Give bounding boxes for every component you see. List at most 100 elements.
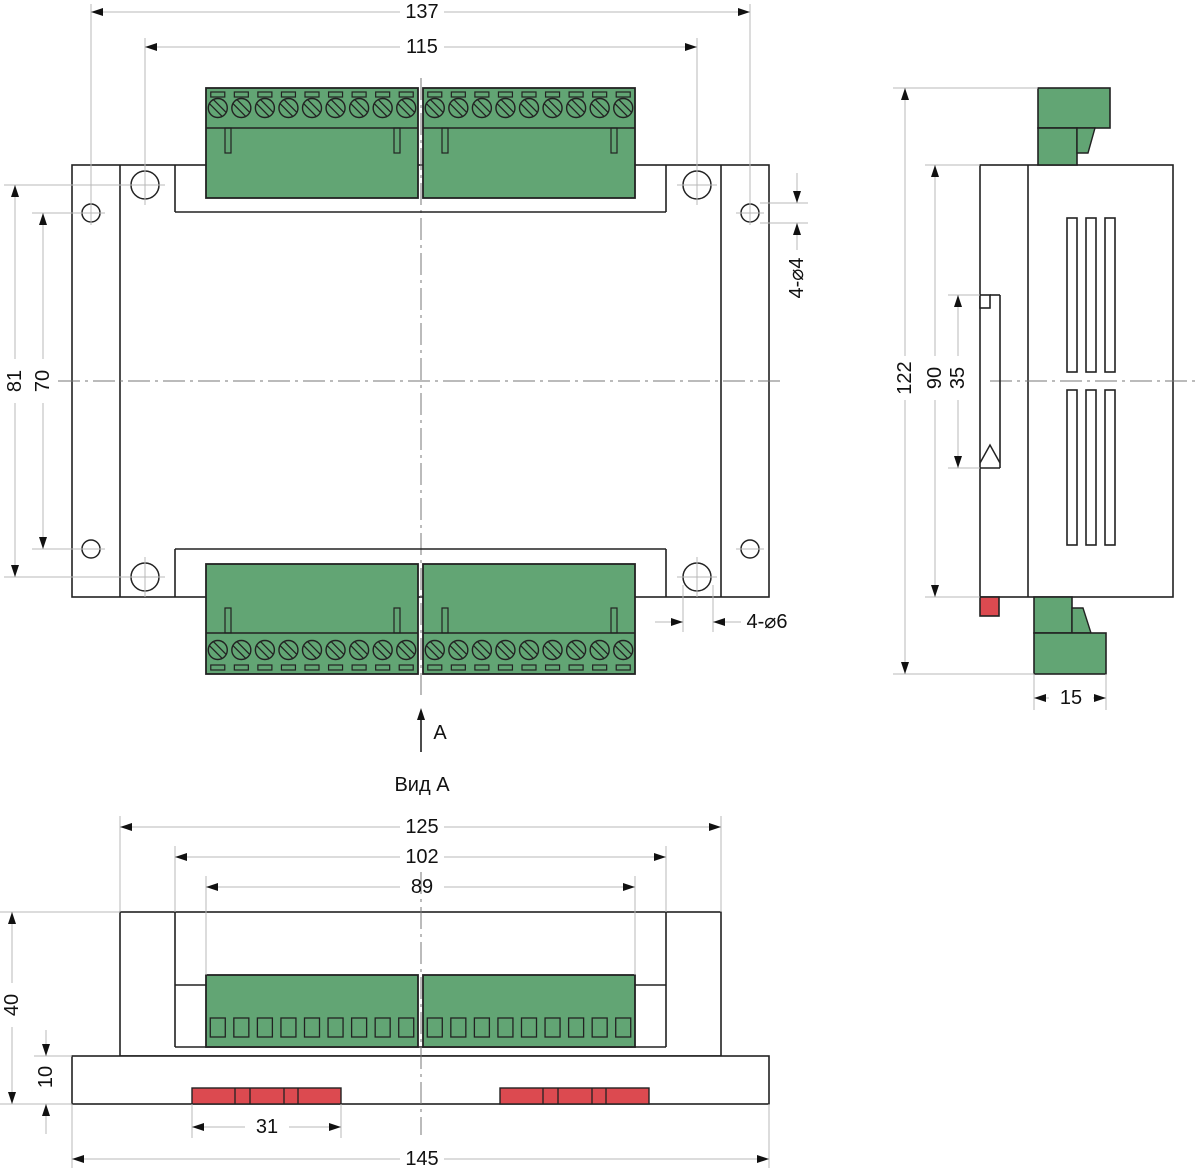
- screw-slot: [547, 640, 562, 656]
- connector-base: [1037, 127, 1078, 166]
- small-holes-label: 4-⌀4: [786, 258, 808, 299]
- wire-entry: [257, 664, 273, 671]
- dim-145: 145: [72, 1148, 769, 1170]
- dim-31-label: 31: [256, 1116, 278, 1138]
- wire-entry: [450, 664, 466, 671]
- arrowhead: [8, 912, 16, 924]
- wire-entry: [450, 91, 466, 98]
- terminal-opening: [520, 1017, 538, 1038]
- arrowhead: [11, 185, 19, 197]
- view-arrow-label: A: [433, 722, 447, 744]
- screw-head: [278, 97, 299, 119]
- arrowhead: [206, 883, 218, 891]
- arrowhead: [931, 585, 939, 597]
- arrowhead: [623, 883, 635, 891]
- dim-81-label: 81: [4, 370, 26, 392]
- dim-145-label: 145: [405, 1148, 438, 1170]
- screw-slot: [500, 98, 515, 114]
- screw-slot: [594, 640, 609, 656]
- screw-icon: [231, 97, 252, 119]
- wire-entry: [592, 664, 608, 671]
- dim-90: 90: [924, 165, 946, 597]
- wire-entry: [615, 91, 631, 98]
- screw-icon: [424, 639, 445, 661]
- screw-icon: [471, 639, 493, 661]
- screw-icon: [495, 639, 516, 661]
- screw-slot: [618, 640, 633, 656]
- screw-slot: [590, 644, 605, 660]
- screw-head: [589, 639, 610, 661]
- terminal-pin: [224, 127, 232, 154]
- wire-entry: [544, 91, 561, 98]
- screw-head: [325, 97, 346, 119]
- din-clip-notch: [979, 294, 991, 309]
- terminal-body: [205, 974, 419, 1048]
- screw-slot: [373, 102, 388, 118]
- wire-entry: [592, 91, 608, 98]
- dim-137: 137: [91, 1, 750, 23]
- screw-slot: [496, 102, 511, 118]
- wire-entry: [327, 91, 344, 98]
- dim-35-label: 35: [947, 367, 969, 389]
- dim-large-holes: 4-⌀6: [655, 611, 787, 633]
- screw-slot: [472, 102, 487, 118]
- front-view: [58, 78, 782, 700]
- arrowhead: [72, 1155, 84, 1163]
- arrowhead: [91, 8, 103, 16]
- screw-slot: [330, 98, 345, 114]
- screw-slot: [302, 102, 318, 118]
- screw-slot: [547, 98, 562, 114]
- screw-head: [325, 639, 346, 661]
- screw-head: [231, 97, 252, 119]
- wire-entry: [521, 664, 537, 671]
- wire-entry: [351, 664, 367, 671]
- screw-icon: [396, 97, 417, 119]
- bottom-terminal-block-right: [422, 563, 636, 675]
- connector-base: [1033, 596, 1073, 634]
- dim-70-label: 70: [32, 370, 54, 392]
- arrowhead: [713, 618, 725, 626]
- dim-89: 89: [206, 876, 635, 898]
- terminal-opening: [303, 1017, 321, 1038]
- connector-latch: [1071, 607, 1092, 634]
- wire-entry: [304, 91, 320, 98]
- screw-icon: [565, 97, 587, 119]
- screw-icon: [372, 97, 393, 119]
- screw-head: [348, 97, 370, 119]
- screw-slot: [401, 640, 416, 656]
- screw-icon: [278, 97, 299, 119]
- bottom-view-title: Вид А: [394, 774, 450, 796]
- screw-icon: [565, 639, 587, 661]
- wire-entry: [615, 664, 631, 671]
- connector-plug: [1033, 632, 1107, 675]
- wire-entry: [257, 91, 273, 98]
- wire-entry: [427, 664, 443, 671]
- terminal-pin: [441, 127, 449, 154]
- screw-slot: [614, 644, 629, 660]
- arrowhead: [175, 853, 187, 861]
- arrowhead: [709, 823, 721, 831]
- large-mounting-hole: [125, 557, 165, 597]
- screw-slot: [425, 644, 440, 660]
- wire-entry: [398, 91, 414, 98]
- screw-slot: [519, 644, 535, 660]
- screw-slot: [567, 644, 582, 660]
- screw-icon: [301, 97, 323, 119]
- dim-40: 40: [1, 912, 23, 1104]
- screw-slot: [350, 644, 365, 660]
- screw-slot: [590, 102, 605, 118]
- terminal-opening: [209, 1017, 226, 1038]
- screw-head: [518, 97, 540, 119]
- arrowhead: [954, 295, 962, 307]
- dim-40-label: 40: [1, 994, 23, 1016]
- terminal-body: [205, 563, 419, 675]
- side-bottom-connector: [1033, 596, 1107, 675]
- dim-115-label: 115: [406, 36, 438, 58]
- screw-slot: [543, 102, 558, 118]
- dim-81: 81: [4, 185, 26, 577]
- led-strip: [499, 1087, 650, 1105]
- screw-slot: [571, 640, 586, 656]
- screw-slot: [283, 98, 298, 114]
- screw-icon: [254, 97, 276, 119]
- screw-slot: [354, 640, 369, 656]
